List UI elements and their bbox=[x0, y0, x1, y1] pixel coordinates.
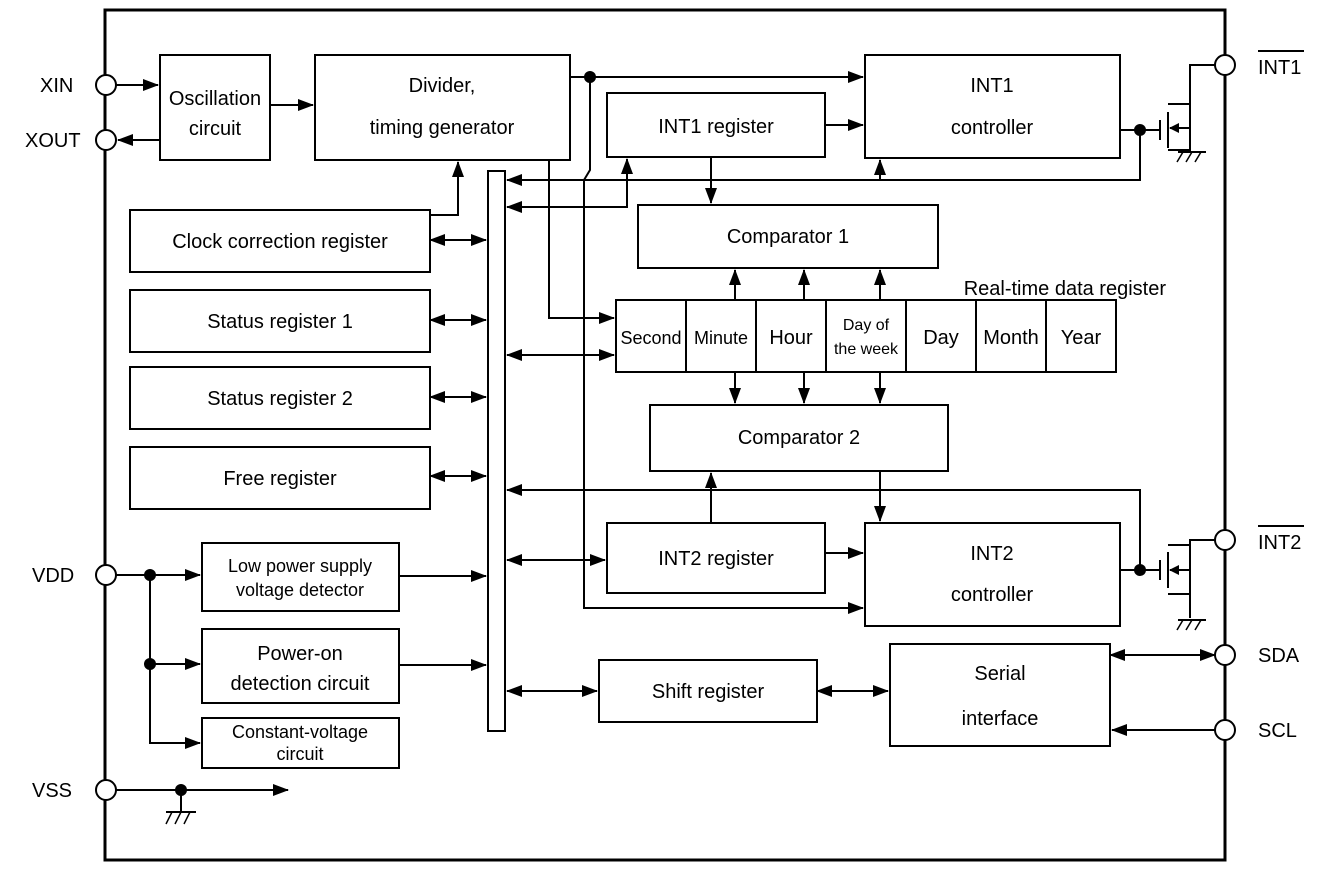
free-register-label: Free register bbox=[223, 468, 337, 490]
power-on-label-1: Power-on bbox=[257, 643, 343, 665]
realtime-cell-label: Hour bbox=[769, 327, 813, 349]
oscillation-block: Oscillation circuit bbox=[159, 54, 271, 161]
pin-xout-label: XOUT bbox=[25, 130, 81, 152]
pin-sda: SDA bbox=[1214, 644, 1300, 667]
status1-block: Status register 1 bbox=[129, 289, 431, 353]
realtime-register: Second Minute Hour Day of the week Day Month Ye… bbox=[615, 299, 1117, 373]
comparator2-block: Comparator 2 bbox=[649, 404, 949, 472]
clock-correction-block: Clock correction register bbox=[129, 209, 431, 273]
comparator2-label: Comparator 2 bbox=[738, 427, 860, 449]
ground-symbol-int2 bbox=[1176, 619, 1206, 631]
shift-register-label: Shift register bbox=[652, 681, 765, 703]
int1-register-label: INT1 register bbox=[658, 116, 774, 138]
pin-vdd: VDD bbox=[32, 564, 117, 587]
realtime-cell-label: Day bbox=[923, 327, 959, 349]
low-power-detector-block: Low power supply voltage detector bbox=[201, 542, 400, 612]
serial-interface-block: Serial interface bbox=[889, 643, 1111, 747]
comparator1-block: Comparator 1 bbox=[637, 204, 939, 269]
oscillation-label-1: Oscillation bbox=[169, 88, 261, 110]
pin-sda-label: SDA bbox=[1258, 645, 1300, 667]
constant-voltage-block: Constant-voltage circuit bbox=[201, 717, 400, 769]
realtime-cell-label: Second bbox=[620, 328, 681, 348]
int2-controller-label-2: controller bbox=[951, 584, 1034, 606]
int1-controller-label-2: controller bbox=[951, 117, 1034, 139]
serial-interface-label-1: Serial bbox=[974, 663, 1025, 685]
int2-register-label: INT2 register bbox=[658, 548, 774, 570]
realtime-cell-label: Minute bbox=[694, 328, 748, 348]
int1-register-block: INT1 register bbox=[606, 92, 826, 158]
transistor-int2 bbox=[1159, 539, 1215, 618]
power-on-detection-block: Power-on detection circuit bbox=[201, 628, 400, 704]
realtime-cell-label: Day of bbox=[843, 317, 890, 334]
chip-outline bbox=[103, 8, 1227, 862]
comparator1-label: Comparator 1 bbox=[727, 226, 849, 248]
transistor-int1 bbox=[1159, 64, 1215, 153]
serial-interface-label-2: interface bbox=[962, 708, 1039, 730]
ground-symbol-vss bbox=[165, 811, 196, 825]
realtime-cell bbox=[1045, 299, 1117, 373]
constant-voltage-label-2: circuit bbox=[276, 744, 323, 764]
realtime-cell-label: Year bbox=[1061, 327, 1102, 349]
int1-controller-block: INT1 controller bbox=[864, 54, 1121, 159]
pin-vss: VSS bbox=[32, 779, 117, 802]
low-power-label-2: voltage detector bbox=[236, 580, 364, 600]
status2-label: Status register 2 bbox=[207, 388, 353, 410]
pin-xin-label: XIN bbox=[40, 75, 73, 97]
power-on-label-2: detection circuit bbox=[231, 673, 370, 695]
int2-controller-block: INT2 controller bbox=[864, 522, 1121, 627]
realtime-register-title: Real-time data register bbox=[964, 278, 1167, 300]
realtime-cell bbox=[685, 299, 757, 373]
pin-vdd-label: VDD bbox=[32, 565, 74, 587]
realtime-cell-label: the week bbox=[834, 341, 899, 358]
int2-register-block: INT2 register bbox=[606, 522, 826, 594]
internal-bus bbox=[487, 170, 506, 732]
pin-int2-label: INT2 bbox=[1258, 532, 1301, 554]
int2-controller-label-1: INT2 bbox=[970, 543, 1013, 565]
constant-voltage-label-1: Constant-voltage bbox=[232, 722, 368, 742]
pin-vss-label: VSS bbox=[32, 780, 72, 802]
pin-xin: XIN bbox=[40, 74, 117, 97]
low-power-label-1: Low power supply bbox=[228, 556, 372, 576]
free-register-block: Free register bbox=[129, 446, 431, 510]
realtime-cell-label: Month bbox=[983, 327, 1039, 349]
ground-symbol-int1 bbox=[1176, 151, 1206, 163]
connections bbox=[116, 71, 1216, 812]
pin-scl: SCL bbox=[1214, 719, 1297, 742]
int1-controller-label-1: INT1 bbox=[970, 75, 1013, 97]
divider-label-2: timing generator bbox=[370, 117, 515, 139]
realtime-cell bbox=[755, 299, 827, 373]
clock-correction-label: Clock correction register bbox=[172, 231, 388, 253]
pin-scl-label: SCL bbox=[1258, 720, 1297, 742]
pin-xout: XOUT bbox=[25, 129, 117, 152]
realtime-cell bbox=[905, 299, 977, 373]
divider-label-1: Divider, bbox=[409, 75, 476, 97]
status1-label: Status register 1 bbox=[207, 311, 353, 333]
pin-int2: INT2 bbox=[1214, 525, 1304, 554]
realtime-cell bbox=[825, 299, 907, 373]
pin-int1-label: INT1 bbox=[1258, 57, 1301, 79]
pin-int1: INT1 bbox=[1214, 50, 1304, 79]
shift-register-block: Shift register bbox=[598, 659, 818, 723]
realtime-cell bbox=[615, 299, 687, 373]
oscillation-label-2: circuit bbox=[189, 118, 242, 140]
divider-block: Divider, timing generator bbox=[314, 54, 571, 161]
realtime-cell bbox=[975, 299, 1047, 373]
status2-block: Status register 2 bbox=[129, 366, 431, 430]
